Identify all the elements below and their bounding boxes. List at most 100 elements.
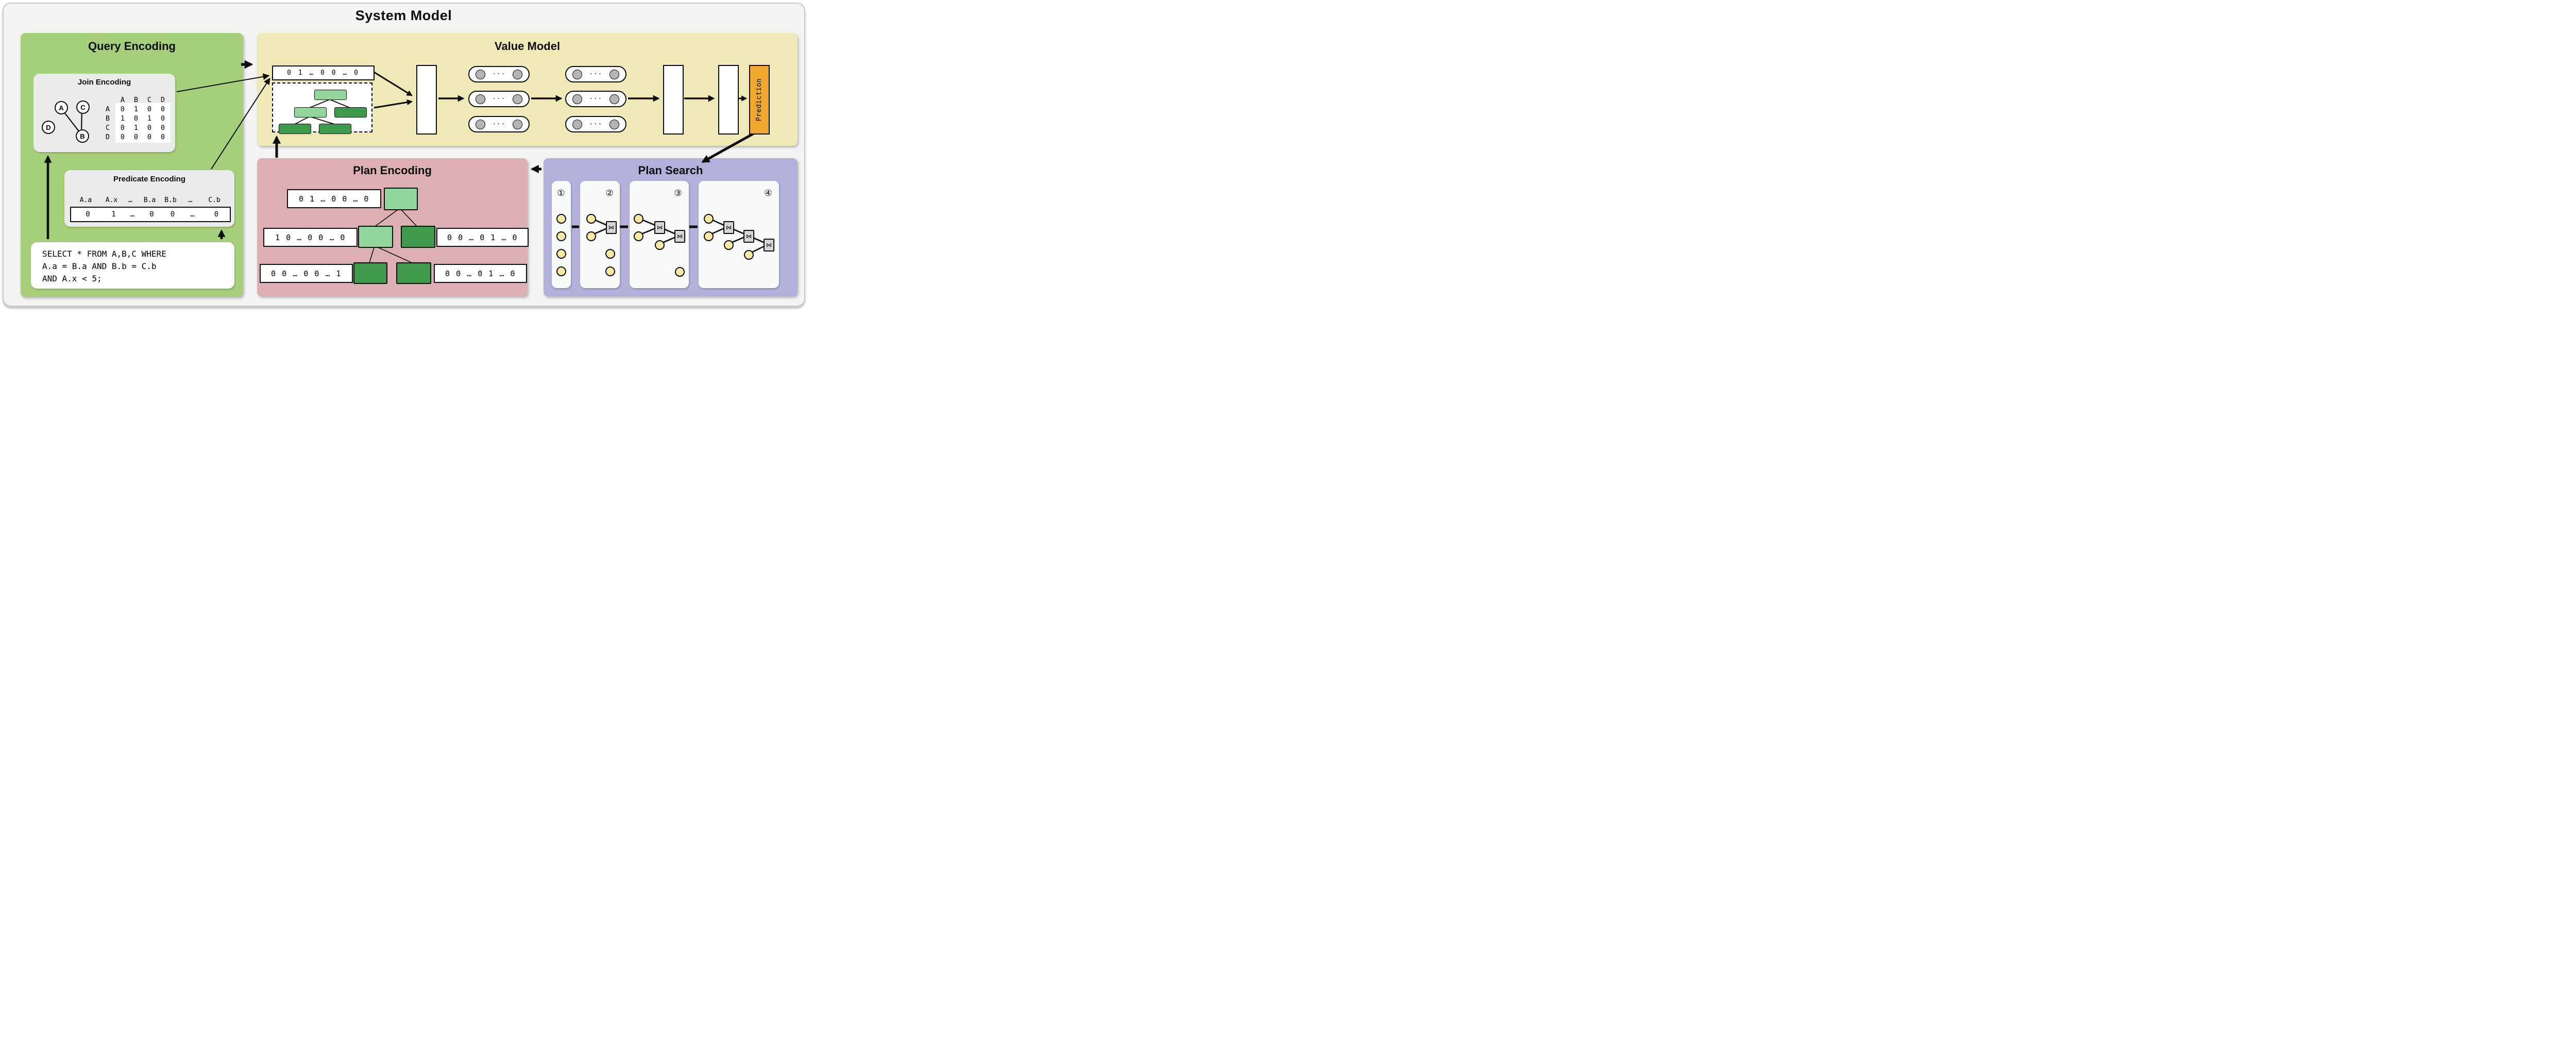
table-node [704,214,714,224]
predicate-column-header: … [128,196,132,204]
hidden-layer1-unit-1: · · · [468,66,530,82]
predicate-column-header: B.a [143,196,156,204]
join-operator-icon: ⋈ [606,221,617,234]
table-node [724,240,734,250]
predicate-column-header: A.x [105,196,118,204]
neuron-dots: · · · [493,121,505,127]
matrix-cell: 0 [133,133,139,141]
sql-line: SELECT * FROM A,B,C WHERE [42,249,166,259]
neuron-node-icon [512,119,522,129]
hidden-layer2-unit-1: · · · [565,66,626,82]
page-title: System Model [355,8,452,23]
plan-search-title: Plan Search [638,164,703,177]
join-operator-icon: ⋈ [674,230,685,243]
table-node [556,231,566,241]
join-operator-icon: ⋈ [654,221,665,234]
table-node [675,267,685,277]
join-operator-icon: ⋈ [764,239,774,252]
neuron-dots: · · · [590,121,602,127]
table-node [704,231,714,241]
table-node [586,214,596,224]
value-layer-bar-2 [663,65,684,135]
matrix-cell: 0 [160,124,165,132]
join-symbol: ⋈ [677,233,683,240]
matrix-cell: 1 [147,114,152,123]
plan-vector-bottom-left: 0 0 … 0 0 … 1 [260,264,353,283]
value-tree-leaf-right-node [319,124,351,134]
matrix-cell: 0 [120,133,125,141]
predicate-column-header: C.b [208,196,221,204]
matrix-cell: 0 [160,133,165,141]
plan-tree-leaf-left-node [353,262,387,284]
join-symbol: ⋈ [726,225,732,231]
matrix-col-header: C [147,96,152,104]
sql-query-text: SELECT * FROM A,B,C WHERE A.a = B.a AND … [42,248,166,285]
join-operator-icon: ⋈ [743,230,754,243]
neuron-dots: · · · [493,96,505,102]
predicate-vector-cell: 0 [86,210,90,219]
table-node [655,240,665,250]
table-node [605,249,615,259]
step-number-1: ① [557,188,565,198]
join-symbol: ⋈ [608,225,614,231]
graph-node-d: D [42,121,55,134]
plan-tree-leaf-right-node [396,262,431,284]
predicate-column-header: A.a [79,196,92,204]
neuron-dots: · · · [493,71,505,77]
predicate-vector-cell: 0 [170,210,175,219]
query-encoding-title: Query Encoding [88,40,176,53]
hidden-layer2-unit-2: · · · [565,91,626,107]
plan-vector-bottom-right: 0 0 … 0 1 … 0 [434,264,527,283]
step-number-3: ③ [674,188,682,198]
plan-vector-root: 0 1 … 0 0 … 0 [287,189,381,208]
graph-node-b: B [76,129,89,143]
table-node [556,214,566,224]
neuron-node-icon [476,94,485,104]
neuron-node-icon [572,94,582,104]
sql-line: AND A.x < 5; [42,274,102,283]
value-tree-leaf-left-node [279,124,311,134]
matrix-cell: 0 [133,114,139,123]
matrix-col-header: B [133,96,139,104]
prediction-label: Prediction [755,78,764,122]
predicate-vector-cell: 0 [214,210,219,219]
predicate-column-header: … [188,196,193,204]
predicate-column-header: B.b [164,196,177,204]
hidden-layer1-unit-3: · · · [468,116,530,132]
matrix-cell: 0 [160,105,165,113]
matrix-cell: 0 [147,105,152,113]
neuron-dots: · · · [590,96,602,102]
value-input-vector-box: 0 1 … 0 0 … 0 [272,65,375,80]
graph-node-a: A [55,101,68,114]
matrix-col-header: D [160,96,165,104]
hidden-layer2-unit-3: · · · [565,116,626,132]
matrix-corner [99,95,116,105]
plan-tree-root-node [384,188,418,210]
sql-line: A.a = B.a AND B.b = C.b [42,261,157,271]
predicate-headers: A.a A.x … B.a B.b … C.b [70,196,229,204]
plan-tree-mid-right-node [401,226,435,248]
matrix-cell: 1 [120,114,125,123]
step-number-2: ② [605,188,614,198]
matrix-cell: 0 [147,124,152,132]
plan-vector-mid-left: 1 0 … 0 0 … 0 [263,228,358,247]
neuron-node-icon [476,69,485,79]
matrix-cell: 0 [160,114,165,123]
value-model-title: Value Model [494,40,561,53]
neuron-node-icon [476,119,485,129]
system-model-diagram: System Model Query Encoding Value Model … [0,0,807,312]
matrix-cell: 1 [133,124,139,132]
matrix-cell: 0 [147,133,152,141]
matrix-row-label: A [105,105,110,113]
matrix-col-header: A [120,96,125,104]
matrix-row-label: D [105,133,110,141]
table-node [586,231,596,241]
table-node [556,266,566,276]
plan-vector-mid-right: 0 0 … 0 1 … 0 [436,228,529,247]
matrix-cell: 0 [120,124,125,132]
join-matrix: A B C D A 0 1 0 0 B 1 0 1 0 C 0 1 0 0 D … [99,95,170,142]
neuron-node-icon [572,69,582,79]
join-symbol: ⋈ [746,233,752,240]
matrix-cell: 0 [120,105,125,113]
predicate-vector-box: 0 1 … 0 0 … 0 [70,207,231,222]
